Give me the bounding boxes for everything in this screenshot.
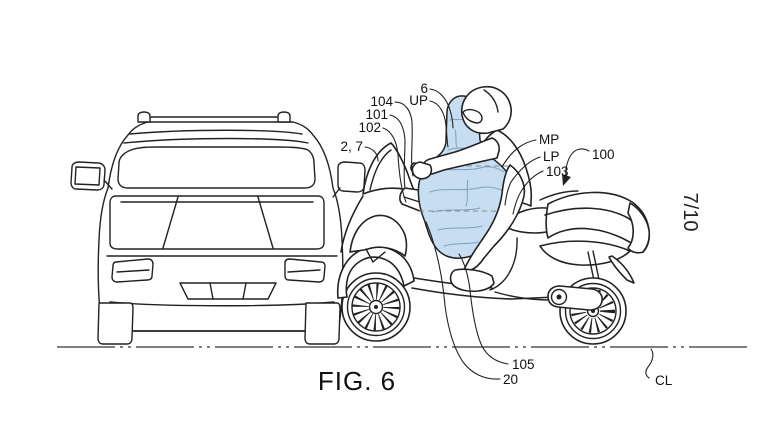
motorcycle-windscreen (362, 142, 416, 195)
label-cl: CL (655, 373, 673, 388)
motorcycle (336, 142, 651, 345)
front-wheel-spokes (352, 283, 400, 331)
car-spoiler-line-2 (123, 137, 309, 144)
car-taillight-band (109, 195, 325, 250)
leader-101 (389, 114, 406, 189)
label-mp: MP (539, 132, 559, 147)
leader-20 (425, 221, 501, 380)
rider-hand-glove (411, 161, 433, 180)
car-mirror-right (337, 161, 366, 193)
leader-103 (512, 170, 544, 215)
label-102: 102 (358, 120, 381, 135)
car-reflector-left-line (116, 269, 150, 273)
leader-6 (429, 88, 454, 129)
motorcycle-tail-cap (627, 202, 651, 254)
label-up-direction: UP (409, 93, 428, 108)
label-105: 105 (512, 357, 535, 372)
figure-caption: FIG. 6 (318, 366, 396, 396)
motorcycle-body-under-seat (489, 237, 518, 291)
leader-lp (504, 156, 541, 206)
car-taillight-inner (120, 196, 314, 249)
car-reflector-right-line (287, 269, 321, 273)
label-6: 6 (420, 81, 428, 96)
car-wheel-left (97, 302, 134, 345)
leader-105 (458, 253, 509, 365)
label-lp: LP (543, 149, 560, 164)
rear-wheel-spokes (571, 289, 615, 333)
label-104: 104 (370, 94, 393, 109)
car-spoiler-line-1 (129, 129, 303, 135)
car-mirror-right-stem (332, 187, 341, 198)
car-mirror-left-inner (74, 166, 113, 190)
rider (411, 85, 526, 293)
label-103: 103 (546, 164, 569, 179)
rider-boot (449, 268, 495, 293)
car-mirror-left (70, 161, 106, 191)
leader-102 (382, 127, 407, 203)
leader-100-arrow (565, 148, 590, 178)
motorcycle-grab-rail (539, 190, 579, 201)
label-101: 101 (365, 107, 388, 122)
motorcycle-windscreen-line (369, 149, 392, 191)
leader-up (429, 100, 449, 148)
motorcycle-front-body-edge (340, 195, 364, 253)
car-roof-rail-left (137, 111, 151, 123)
motorcycle-front-wheel (341, 272, 411, 342)
leader-100-arrowhead (562, 174, 571, 186)
leader-mp (501, 139, 537, 168)
leader-2-7 (364, 146, 379, 162)
label-2-7: 2, 7 (340, 139, 363, 154)
leader-cl (645, 348, 654, 379)
motorcycle-cowl-notch (365, 248, 386, 263)
label-20: 20 (503, 372, 518, 387)
car-bumper-vent-dividers (209, 282, 247, 300)
motorcycle-tail-fin (608, 255, 635, 284)
car-rear-window (117, 146, 316, 189)
car-wheel-right (304, 302, 341, 345)
car-roof-rail-right (277, 111, 291, 123)
reference-labels: 104 101 102 2, 7 UP 6 MP LP 103 100 105 … (340, 81, 672, 388)
car-rear-view (70, 111, 366, 345)
rider-helmet-visor (462, 108, 483, 124)
label-100: 100 (592, 147, 615, 162)
rider-helmet-line (483, 89, 499, 113)
leader-lines (364, 88, 654, 380)
car-bumper-vents (179, 282, 277, 300)
page-number: 7/10 (679, 193, 701, 232)
motorcycle-floorboard (411, 287, 557, 300)
leader-104 (394, 101, 414, 177)
